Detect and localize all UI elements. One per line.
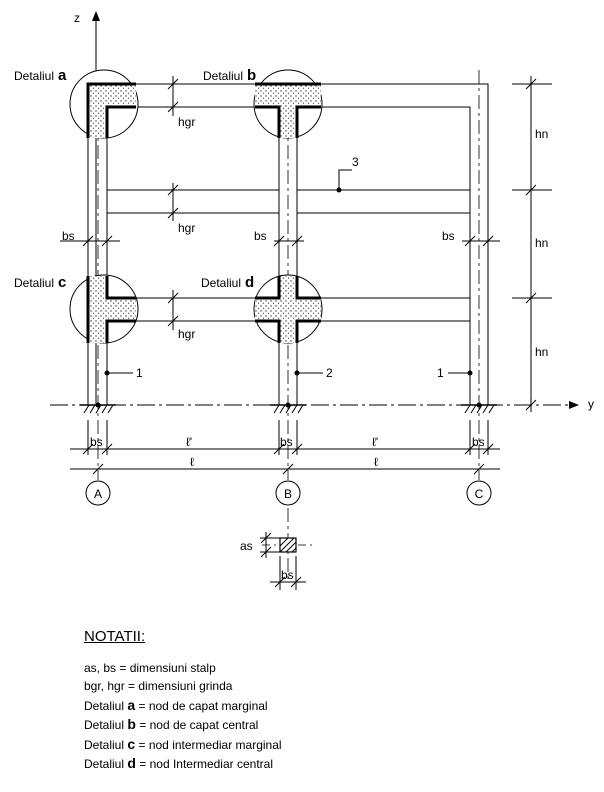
- l-span-right: ℓ: [374, 455, 378, 469]
- bs-label-a: bs: [62, 229, 75, 243]
- hgr-label-mid: hgr: [178, 221, 195, 235]
- grid-axis-c: C: [466, 480, 492, 506]
- bs-label-c: bs: [442, 229, 455, 243]
- bs-bottom-c: bs: [472, 435, 485, 449]
- grid-axis-b: B: [275, 480, 301, 506]
- note-line-2: bgr, hgr = dimensiuni grinda: [84, 679, 233, 693]
- hn-label-low: hn: [535, 345, 548, 359]
- hgr-label-top: hgr: [178, 115, 195, 129]
- hgr-label-low: hgr: [178, 327, 195, 341]
- detail-b-node: [253, 69, 323, 139]
- note-line-1: as, bs = dimensiuni stalp: [84, 660, 216, 675]
- detail-d-node: [253, 274, 323, 344]
- bs-label-b: bs: [254, 229, 267, 243]
- l-span-left: ℓ: [190, 455, 194, 469]
- hn-label-mid: hn: [535, 236, 548, 250]
- z-axis-label: z: [74, 11, 80, 25]
- note-line-4: Detaliul b = nod de capat central: [84, 716, 259, 732]
- note-line-6: Detaliul d = nod Intermediar central: [84, 755, 273, 771]
- notations-title: NOTATII:: [84, 628, 146, 645]
- detail-a-node: [69, 69, 139, 139]
- y-axis-label: y: [588, 397, 594, 411]
- hn-label-top: hn: [535, 127, 548, 141]
- point-3-label: 3: [352, 155, 359, 169]
- bs-bottom-b: bs: [280, 435, 293, 449]
- grid-axis-a: A: [85, 480, 111, 506]
- l-clear-left: ℓ': [186, 435, 192, 449]
- point-2-label: 2: [326, 366, 333, 380]
- svg-text:A: A: [94, 487, 102, 501]
- detail-c-node: [69, 274, 139, 344]
- svg-text:B: B: [284, 487, 292, 501]
- note-line-3: Detaliul a = nod de capat marginal: [84, 696, 268, 713]
- point-1-left-label: 1: [136, 366, 143, 380]
- l-clear-right: ℓ': [372, 435, 378, 449]
- column-section: as bs: [240, 532, 314, 590]
- note-line-5: Detaliul c = nod intermediar marginal: [84, 735, 282, 752]
- span-dimensions: [70, 420, 500, 475]
- notations-block: NOTATII: as, bs = dimensiuni stalp bgr, …: [84, 628, 282, 774]
- svg-text:C: C: [475, 487, 484, 501]
- hn-dimension: [512, 76, 552, 412]
- bs-section-label: bs: [281, 568, 294, 582]
- point-1-right-label: 1: [437, 366, 444, 380]
- as-label: as: [240, 539, 253, 553]
- bs-bottom-a: bs: [90, 435, 103, 449]
